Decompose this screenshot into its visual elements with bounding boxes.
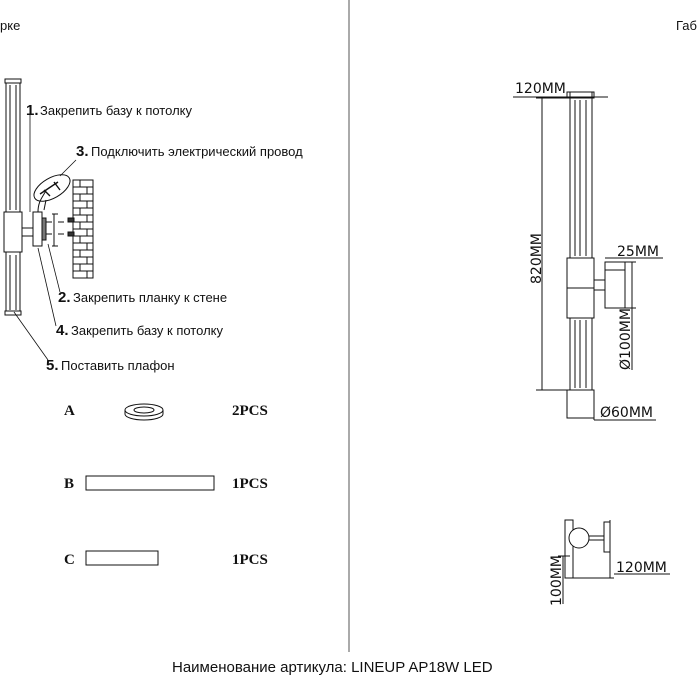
part-a-qty: 2PCS	[232, 403, 268, 419]
dim-height-total: 820MM	[529, 233, 545, 284]
part-b-qty: 1PCS	[232, 476, 268, 492]
installation-drawing	[3, 78, 71, 316]
part-b-letter: B	[64, 476, 74, 492]
lamp-body	[3, 211, 23, 253]
step-5-number: 5.	[46, 357, 59, 374]
step-2-number: 2.	[58, 289, 71, 306]
leader-lines	[13, 113, 77, 361]
part-b-bar-icon	[85, 475, 215, 491]
dim-side-height: 100MM	[549, 555, 565, 606]
part-a-ring-icon	[124, 403, 164, 421]
wire-detail-bubble	[33, 174, 71, 202]
step-3-text: Подключить электрический провод	[91, 144, 303, 159]
part-c-bar-icon	[85, 550, 159, 566]
part-c-letter: C	[64, 552, 75, 568]
part-c-qty: 1PCS	[232, 552, 268, 568]
front-dimension-drawing	[513, 91, 663, 421]
lamp-tube-lower	[5, 251, 21, 313]
step-1-number: 1.	[26, 102, 39, 119]
side-dimension-drawing	[558, 519, 670, 604]
step-5-text: Поставить плафон	[61, 358, 175, 373]
part-a-letter: A	[64, 403, 75, 419]
step-3-number: 3.	[76, 143, 89, 160]
mounting-base	[32, 211, 43, 247]
step-2-text: Закрепить планку к стене	[73, 290, 227, 305]
lamp-tube-upper	[5, 81, 21, 213]
dim-width-top: 120MM	[515, 81, 566, 97]
dim-base-diameter: Ø100MM	[618, 308, 634, 370]
header-left-text: рке	[0, 18, 20, 33]
dim-tube-diameter: Ø60MM	[600, 405, 653, 421]
dim-side-projection: 120MM	[616, 560, 667, 576]
article-name: Наименование артикула: LINEUP AP18W LED	[172, 659, 493, 676]
step-4-number: 4.	[56, 322, 69, 339]
brick-wall-drawing	[67, 179, 94, 279]
header-right-text: Габ	[676, 18, 697, 33]
step-1-text: Закрепить базу к потолку	[40, 103, 192, 118]
dim-bracket-depth: 25MM	[617, 244, 659, 260]
step-4-text: Закрепить базу к потолку	[71, 323, 223, 338]
